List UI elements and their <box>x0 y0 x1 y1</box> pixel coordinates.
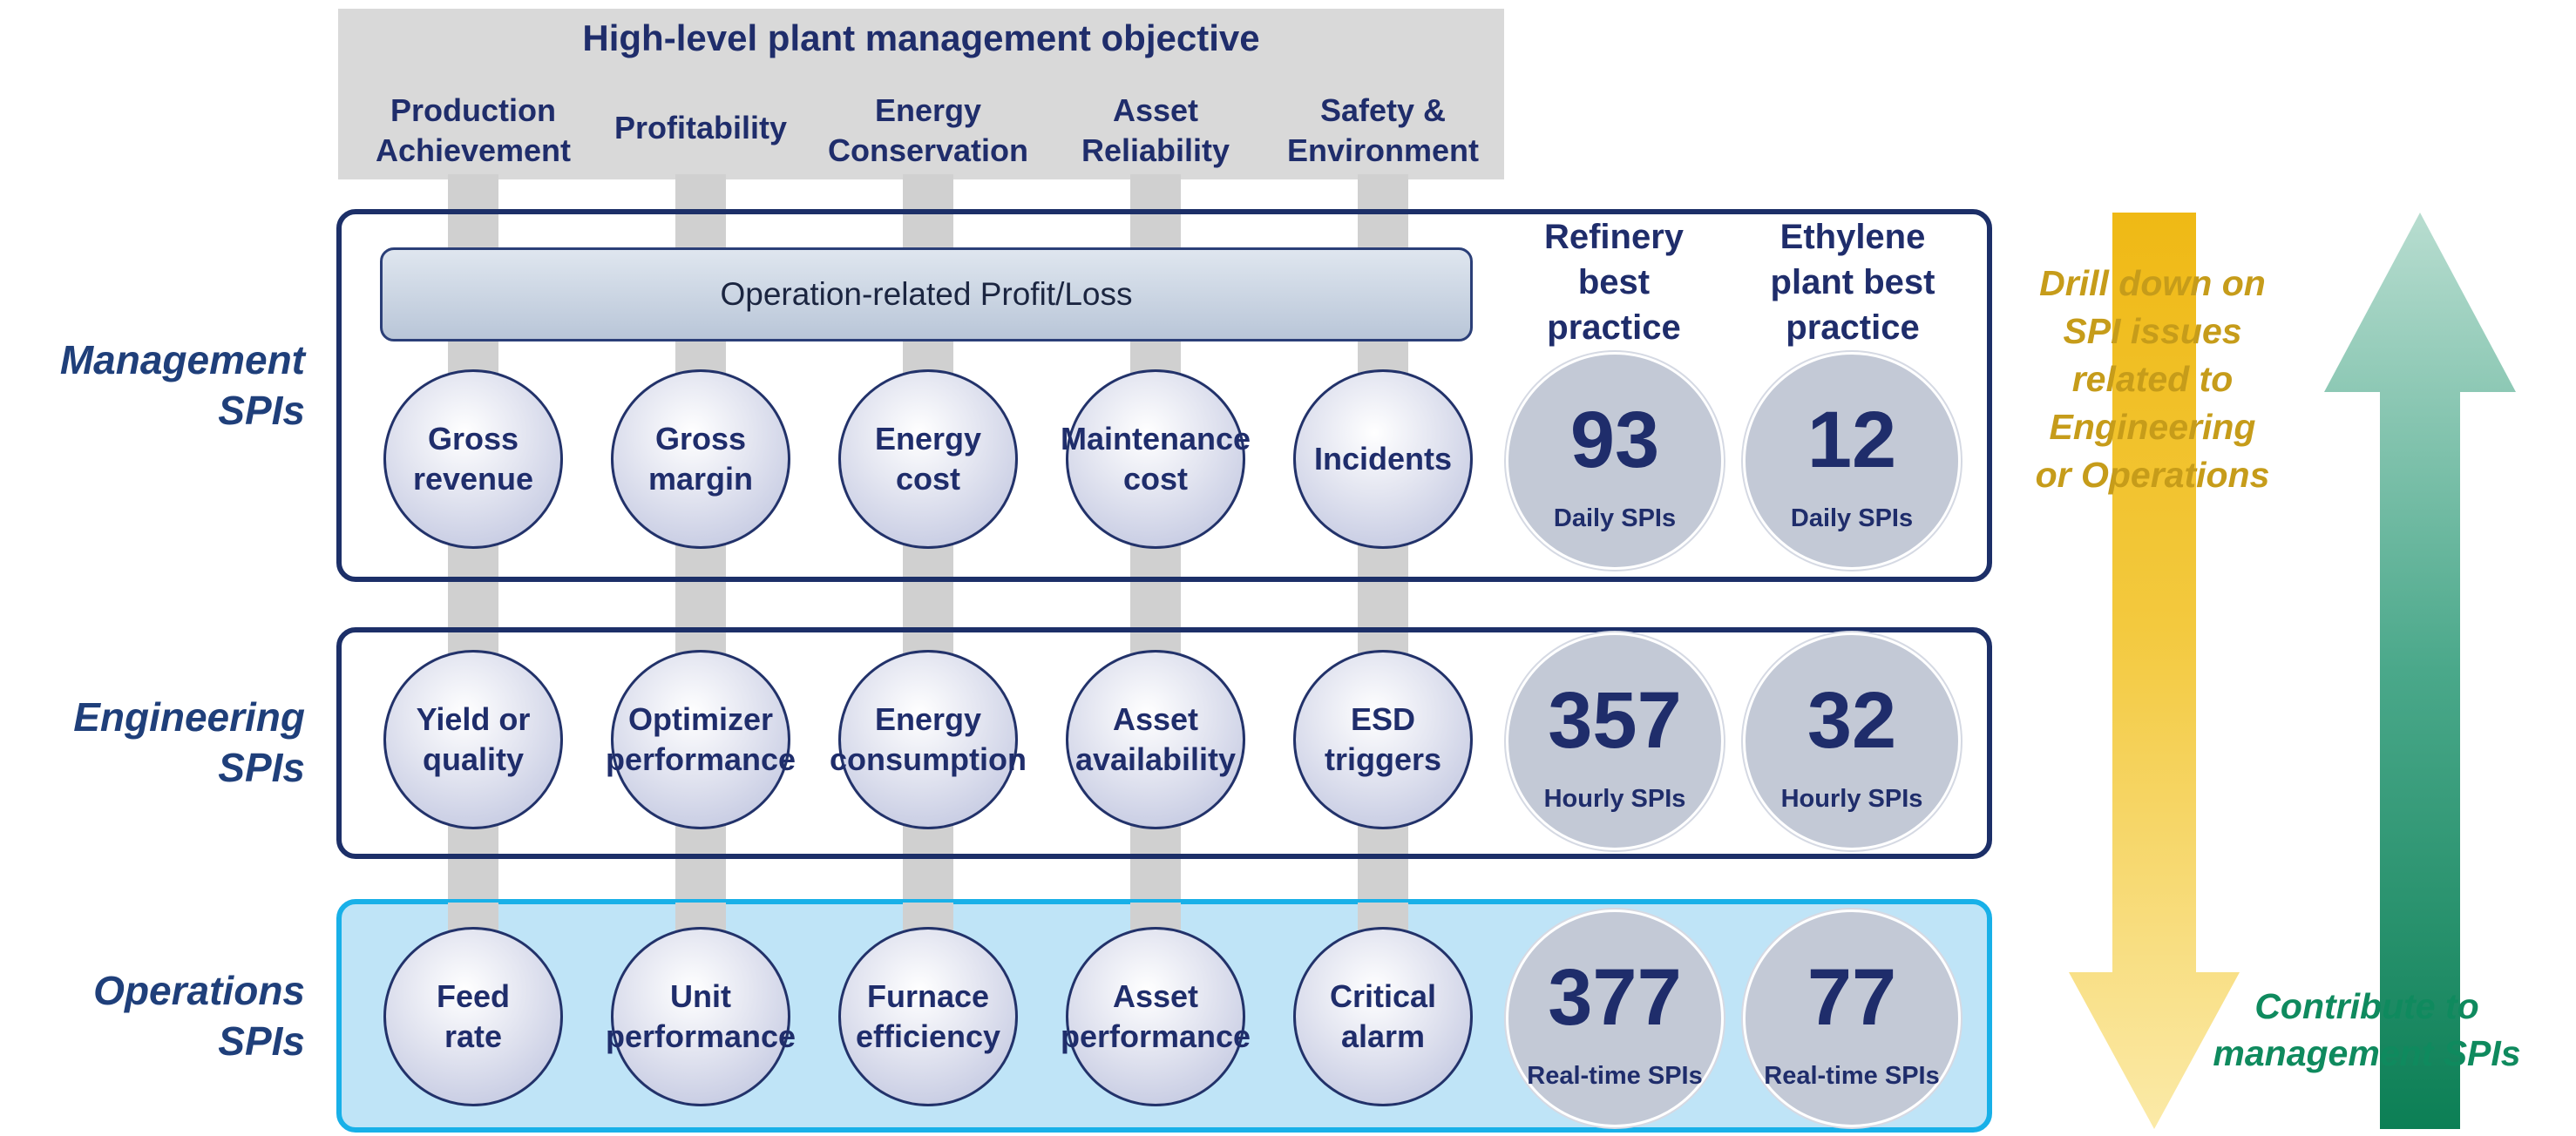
ethylene-realtime-count: 77 Real-time SPIs <box>1743 909 1961 1127</box>
objective-label-line1: Safety & <box>1319 92 1447 128</box>
count-unit: Real-time SPIs <box>1527 1062 1703 1090</box>
drill-note-line: Engineering <box>2049 407 2256 447</box>
spi-maintenance-cost: Maintenance cost <box>1061 369 1251 549</box>
count-value: 12 <box>1807 396 1897 484</box>
refinery-hourly-count: 357 Hourly SPIs <box>1506 632 1724 850</box>
row-label-line2: SPIs <box>218 745 305 790</box>
row-label-line2: SPIs <box>218 388 305 433</box>
drill-note-line: SPI issues <box>2063 311 2242 351</box>
spi-asset-availability: Asset availability <box>1066 650 1245 829</box>
spi-gross-margin: Gross margin <box>611 369 790 549</box>
objective-label-line1: Production <box>390 92 556 128</box>
spi-esd-triggers: ESD triggers <box>1293 650 1473 829</box>
objective-label-line2: Achievement <box>375 132 572 168</box>
spi-gross-revenue: Gross revenue <box>383 369 563 549</box>
arrow-up-icon <box>2324 213 2516 1129</box>
practice-header-line: practice <box>1547 308 1681 347</box>
count-value: 93 <box>1569 396 1660 484</box>
count-unit: Hourly SPIs <box>1780 785 1923 813</box>
drill-note-line: related to <box>2071 359 2234 399</box>
objective-header-box <box>338 9 1504 179</box>
row-label-line1: Engineering <box>73 694 305 740</box>
objective-label-line1: Energy <box>874 92 982 128</box>
objective-production: Production Achievement <box>356 91 591 171</box>
contribute-note: Contribute to management SPIs <box>2193 983 2541 1077</box>
objective-asset: Asset Reliability <box>1038 91 1273 171</box>
spi-feed-rate: Feed rate <box>383 927 563 1106</box>
contribute-note-line: Contribute to <box>2254 986 2479 1026</box>
ethylene-hourly-count: 32 Hourly SPIs <box>1743 632 1961 850</box>
practice-header-line: Ethylene <box>1779 218 1926 256</box>
row-label-operations: Operations SPIs <box>26 965 305 1066</box>
row-label-engineering: Engineering SPIs <box>26 692 305 793</box>
spi-asset-performance: Asset performance <box>1061 927 1251 1106</box>
arrow-down-icon <box>2069 213 2240 1129</box>
engineering-panel <box>336 627 1992 859</box>
ethylene-daily-count: 12 Daily SPIs <box>1743 352 1961 570</box>
practice-header-line: practice <box>1786 308 1920 347</box>
objective-label-line2: Reliability <box>1081 132 1230 168</box>
drill-note-line: Drill down on <box>2039 263 2266 303</box>
count-value: 357 <box>1548 676 1682 765</box>
count-unit: Daily SPIs <box>1553 504 1677 532</box>
practice-header-line: Refinery <box>1543 218 1685 256</box>
count-unit: Hourly SPIs <box>1543 785 1686 813</box>
arrows-graphic <box>2069 213 2516 1129</box>
row-label-line2: SPIs <box>218 1018 305 1064</box>
refinery-daily-count: 93 Daily SPIs <box>1506 352 1724 570</box>
objective-label-line1: Asset <box>1112 92 1199 128</box>
count-value: 77 <box>1807 953 1897 1042</box>
count-value: 32 <box>1807 676 1897 765</box>
refinery-realtime-count: 377 Real-time SPIs <box>1506 909 1724 1127</box>
objective-label-line2: Conservation <box>827 132 1029 168</box>
objective-label-line2: Environment <box>1286 132 1480 168</box>
drill-note-line: or Operations <box>2035 455 2270 495</box>
row-label-line1: Operations <box>93 968 305 1013</box>
objective-safety: Safety & Environment <box>1265 91 1501 171</box>
row-label-line1: Management <box>59 337 305 382</box>
management-panel <box>336 209 1992 582</box>
count-unit: Real-time SPIs <box>1764 1062 1940 1090</box>
practice-header-line: plant best <box>1770 263 1935 301</box>
spi-energy-consumption: Energy consumption <box>830 650 1027 829</box>
spi-incidents: Incidents <box>1293 369 1473 549</box>
objective-energy: Energy Conservation <box>810 91 1046 171</box>
drill-down-note: Drill down on SPI issues related to Engi… <box>2004 260 2301 499</box>
spi-furnace-efficiency: Furnace efficiency <box>838 927 1018 1106</box>
count-unit: Daily SPIs <box>1790 504 1914 532</box>
row-label-management: Management SPIs <box>26 335 305 436</box>
profit-loss-bar: Operation-related Profit/Loss <box>380 247 1473 341</box>
objective-profitability: Profitability <box>583 108 818 148</box>
spi-yield-quality: Yield or quality <box>383 650 563 829</box>
spi-critical-alarm: Critical alarm <box>1293 927 1473 1106</box>
spi-optimizer-performance: Optimizer performance <box>606 650 796 829</box>
spi-energy-cost: Energy cost <box>838 369 1018 549</box>
practice-header-line: best <box>1577 263 1651 301</box>
spi-unit-performance: Unit performance <box>606 927 796 1106</box>
objective-title: High-level plant management objective <box>582 17 1260 58</box>
refinery-practice-header: Refinery best practice <box>1501 214 1727 350</box>
objective-label-line1: Profitability <box>613 110 788 145</box>
contribute-note-line: management SPIs <box>2213 1033 2521 1073</box>
ethylene-practice-header: Ethylene plant best practice <box>1739 214 1966 350</box>
count-value: 377 <box>1548 953 1682 1042</box>
